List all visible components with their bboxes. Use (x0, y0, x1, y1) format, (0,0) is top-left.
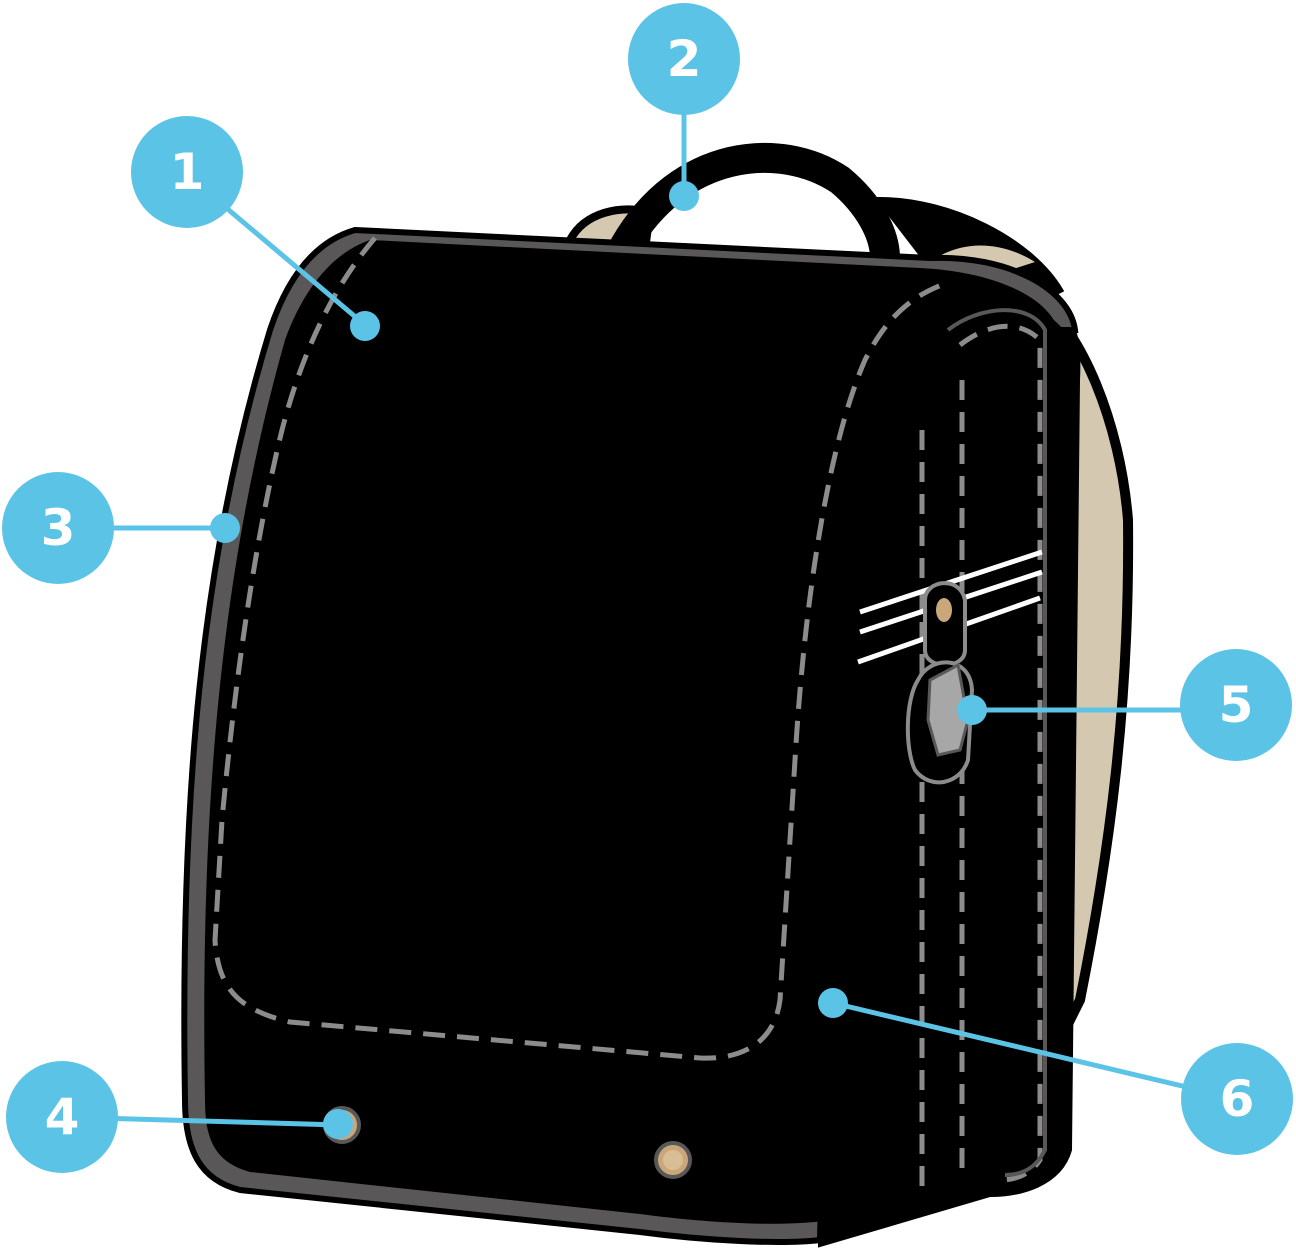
target-dot-3 (210, 513, 240, 543)
side-inner-line (946, 308, 1047, 1177)
clasp-tab (923, 581, 967, 667)
clasp-lock (926, 662, 970, 757)
callout-label-4: 4 (45, 1088, 80, 1146)
leader-6 (832, 1000, 1238, 1102)
callout-badge-2: 2 (628, 3, 740, 115)
target-dot-1 (350, 311, 380, 341)
callout-badge-6: 6 (1181, 1043, 1293, 1155)
target-dot-5 (957, 695, 987, 725)
clasp-rivet (936, 598, 952, 622)
front-flap-stitching (212, 236, 951, 1061)
callout-label-2: 2 (667, 30, 702, 88)
callout-badge-4: 4 (6, 1061, 118, 1173)
target-dot-6 (818, 988, 848, 1018)
clasp (905, 581, 975, 785)
target-dot-4 (323, 1109, 353, 1139)
handle-highlight (666, 194, 771, 242)
callout-badge-3: 3 (2, 472, 114, 584)
callout-targets (210, 181, 987, 1139)
callout-badge-1: 1 (131, 116, 243, 228)
callout-label-1: 1 (170, 143, 205, 201)
front-flap (204, 240, 1058, 1224)
target-dot-2 (669, 181, 699, 211)
side-stitching (919, 323, 1043, 1190)
callout-label-3: 3 (41, 499, 76, 557)
rivet-right (654, 1141, 692, 1179)
callout-label-6: 6 (1220, 1070, 1255, 1128)
callout-badge-5: 5 (1180, 649, 1292, 761)
callout-label-5: 5 (1219, 676, 1254, 734)
